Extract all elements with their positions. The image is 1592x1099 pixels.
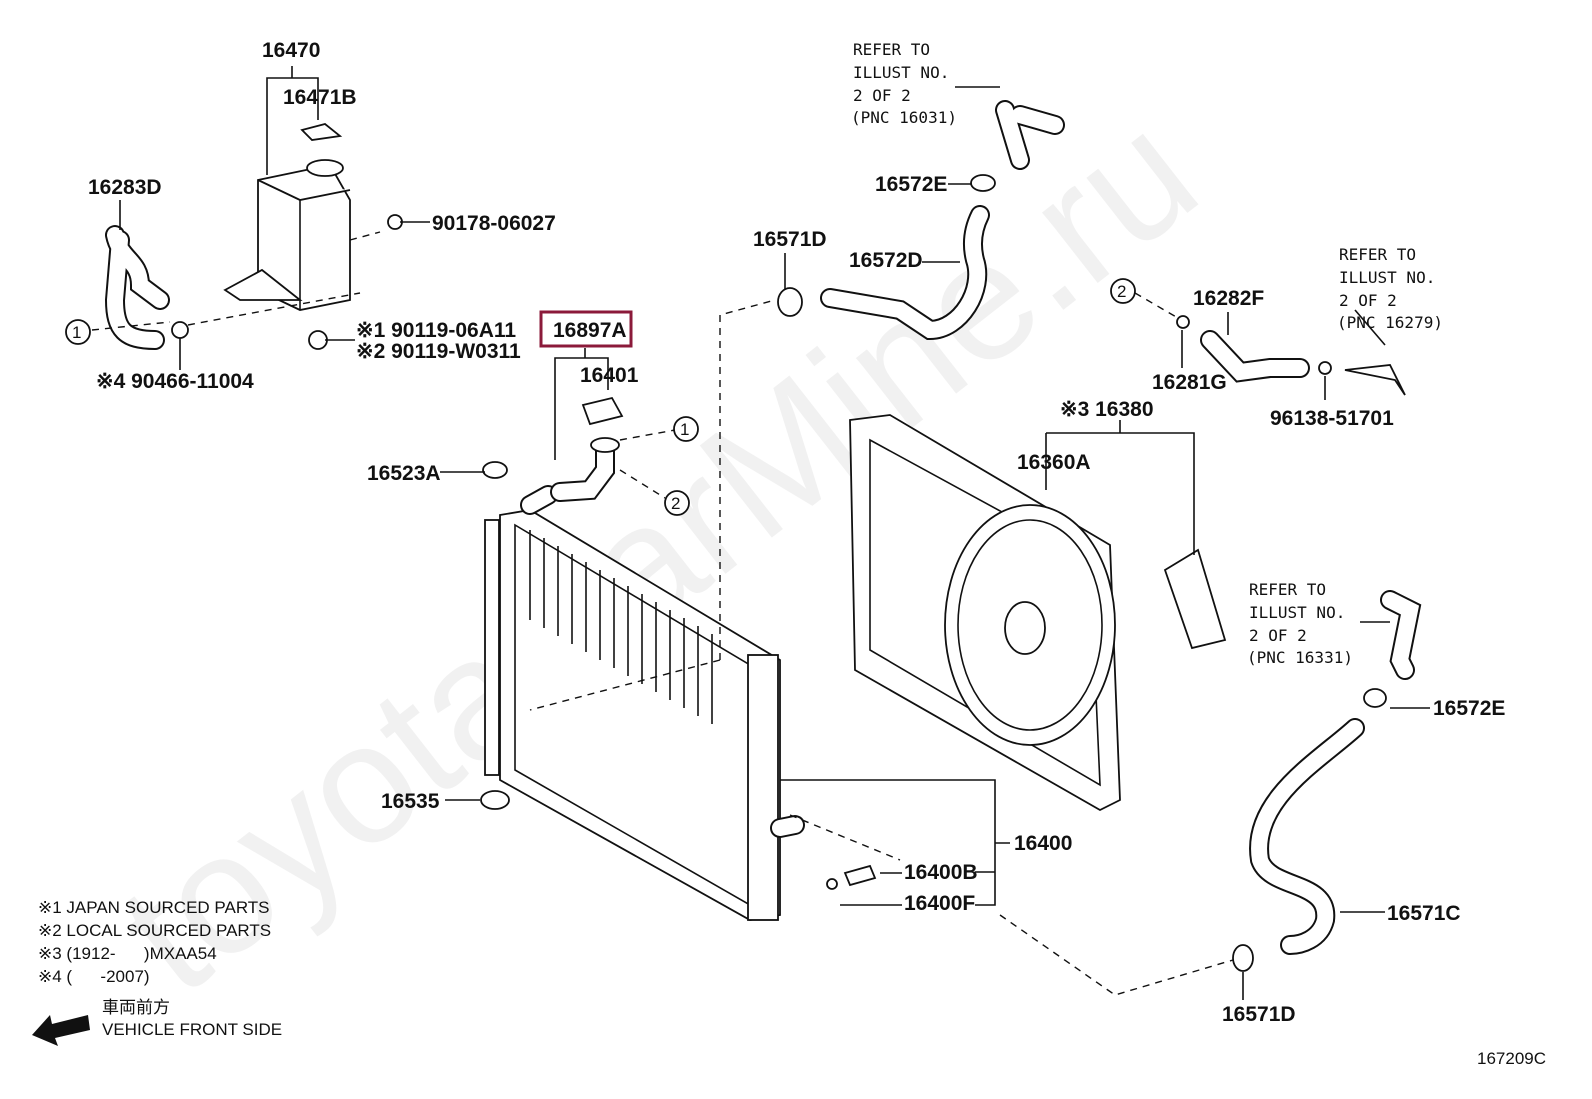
part-label-16400F[interactable]: 16400F — [904, 892, 975, 915]
vehicle-front-japanese: 車両前方 — [102, 998, 170, 1017]
part-label-16281G[interactable]: 16281G — [1152, 371, 1227, 394]
connection-marker-2-left: 2 — [664, 490, 690, 516]
part-label-16471B[interactable]: 16471B — [283, 86, 357, 109]
part-label-16572E-right[interactable]: 16572E — [1433, 697, 1505, 720]
part-label-16283D[interactable]: 16283D — [88, 176, 162, 199]
svg-text:1: 1 — [680, 420, 689, 439]
refer-note-16279: REFER TO ILLUST NO. 2 OF 2 (PNC 16279) — [1337, 245, 1443, 332]
part-label-16400B[interactable]: 16400B — [904, 861, 978, 884]
svg-text:(PNC 16331): (PNC 16331) — [1247, 648, 1353, 667]
refer-note-16331: REFER TO ILLUST NO. 2 OF 2 (PNC 16331) — [1247, 580, 1353, 667]
part-label-16571D-bottom[interactable]: 16571D — [1222, 1003, 1296, 1026]
svg-text:REFER TO: REFER TO — [1249, 580, 1326, 599]
diagram-id: 167209C — [1477, 1049, 1546, 1068]
part-label-16470[interactable]: 16470 — [262, 39, 320, 62]
part-label-16401[interactable]: 16401 — [580, 364, 639, 387]
part-label-90119-W0311[interactable]: ※2 90119-W0311 — [356, 340, 521, 363]
svg-text:※1 JAPAN SOURCED PARTS: ※1 JAPAN SOURCED PARTS — [38, 898, 270, 917]
part-label-16380[interactable]: ※3 16380 — [1060, 398, 1154, 421]
connection-marker-1-left: 1 — [65, 319, 91, 345]
part-label-16523A[interactable]: 16523A — [367, 462, 441, 485]
svg-text:(PNC 16279): (PNC 16279) — [1337, 313, 1443, 332]
svg-text:ILLUST NO.: ILLUST NO. — [1339, 268, 1435, 287]
part-label-16282F[interactable]: 16282F — [1193, 287, 1264, 310]
svg-text:2 OF 2: 2 OF 2 — [1339, 291, 1397, 310]
part-label-16572D[interactable]: 16572D — [849, 249, 923, 272]
footnote-legend: ※1 JAPAN SOURCED PARTS ※2 LOCAL SOURCED … — [38, 898, 271, 986]
part-label-16571C[interactable]: 16571C — [1387, 902, 1461, 925]
highlight-box — [539, 310, 633, 348]
svg-text:※3 (1912- )MXAA54: ※3 (1912- )MXAA54 — [38, 944, 217, 963]
connection-marker-2-right: 2 — [1110, 278, 1136, 304]
part-label-90119-06A11[interactable]: ※1 90119-06A11 — [356, 319, 516, 342]
svg-text:(PNC 16031): (PNC 16031) — [851, 108, 957, 127]
radiator-drawing — [484, 485, 805, 921]
part-label-90466-11004[interactable]: ※4 90466-11004 — [96, 370, 254, 393]
svg-text:ILLUST NO.: ILLUST NO. — [1249, 603, 1345, 622]
part-label-16400[interactable]: 16400 — [1014, 832, 1072, 855]
part-label-16572E-top[interactable]: 16572E — [875, 173, 947, 196]
part-label-16571D-top[interactable]: 16571D — [753, 228, 827, 251]
svg-text:2 OF 2: 2 OF 2 — [853, 86, 911, 105]
svg-text:※2 LOCAL SOURCED PARTS: ※2 LOCAL SOURCED PARTS — [38, 921, 271, 940]
part-label-16897A[interactable]: 16897A — [553, 319, 627, 342]
svg-text:2: 2 — [671, 494, 680, 513]
connection-marker-1-right: 1 — [673, 416, 699, 442]
svg-text:REFER TO: REFER TO — [1339, 245, 1416, 264]
part-label-16360A[interactable]: 16360A — [1017, 451, 1091, 474]
svg-text:2: 2 — [1117, 282, 1126, 301]
vehicle-front-label: VEHICLE FRONT SIDE — [102, 1020, 282, 1039]
arrow-left-icon — [32, 1015, 90, 1046]
reservoir-tank-drawing — [223, 123, 351, 311]
svg-text:1: 1 — [72, 323, 81, 342]
svg-text:REFER TO: REFER TO — [853, 40, 930, 59]
svg-text:※4 ( -2007): ※4 ( -2007) — [38, 967, 150, 986]
part-label-96138-51701[interactable]: 96138-51701 — [1270, 407, 1394, 430]
part-label-16535[interactable]: 16535 — [381, 790, 440, 813]
svg-text:ILLUST NO.: ILLUST NO. — [853, 63, 949, 82]
part-label-90178-06027[interactable]: 90178-06027 — [432, 212, 556, 235]
fan-shroud-drawing — [849, 414, 1227, 812]
svg-text:2 OF 2: 2 OF 2 — [1249, 626, 1307, 645]
refer-note-16031: REFER TO ILLUST NO. 2 OF 2 (PNC 16031) — [851, 40, 957, 127]
